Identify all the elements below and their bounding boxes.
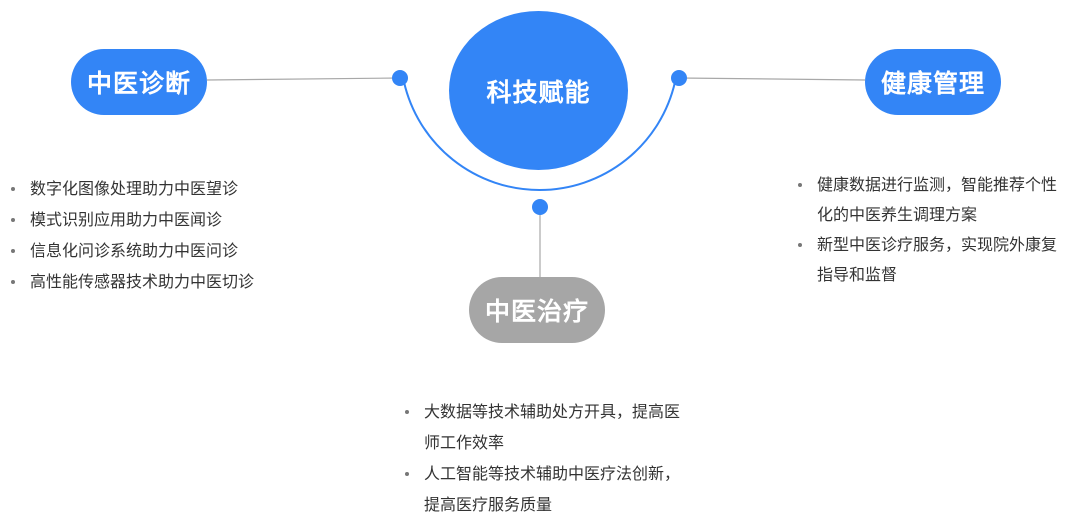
health-node: 健康管理 [865, 49, 1001, 115]
list-item: 信息化问诊系统助力中医问诊 [8, 235, 308, 266]
list-item: 人工智能等技术辅助中医疗法创新，提高医疗服务质量 [402, 458, 692, 520]
treatment-node-label: 中医治疗 [484, 297, 589, 326]
list-item: 新型中医诊疗服务，实现院外康复指导和监督 [795, 230, 1070, 290]
connector-dot-right [671, 70, 687, 86]
center-node: 科技赋能 [449, 11, 628, 170]
treatment-node: 中医治疗 [469, 277, 605, 343]
diagnosis-node: 中医诊断 [71, 49, 207, 115]
connector-dot-bottom [532, 199, 548, 215]
list-item: 健康数据进行监测，智能推荐个性化的中医养生调理方案 [795, 170, 1070, 230]
treatment-list: 大数据等技术辅助处方开具，提高医师工作效率 人工智能等技术辅助中医疗法创新，提高… [402, 396, 692, 520]
connector-line-left [206, 77, 401, 81]
diagnosis-node-label: 中医诊断 [86, 69, 191, 98]
list-item: 大数据等技术辅助处方开具，提高医师工作效率 [402, 396, 692, 458]
health-node-label: 健康管理 [880, 69, 985, 98]
list-item: 模式识别应用助力中医闻诊 [8, 204, 308, 235]
diagnosis-list: 数字化图像处理助力中医望诊 模式识别应用助力中医闻诊 信息化问诊系统助力中医问诊… [8, 173, 308, 297]
center-node-label: 科技赋能 [486, 77, 591, 107]
list-item: 数字化图像处理助力中医望诊 [8, 173, 308, 204]
connector-arc [403, 81, 676, 191]
connector-dot-left [392, 70, 408, 86]
list-item: 高性能传感器技术助力中医切诊 [8, 266, 308, 297]
health-list: 健康数据进行监测，智能推荐个性化的中医养生调理方案 新型中医诊疗服务，实现院外康… [795, 170, 1070, 290]
connector-line-right [678, 77, 866, 81]
